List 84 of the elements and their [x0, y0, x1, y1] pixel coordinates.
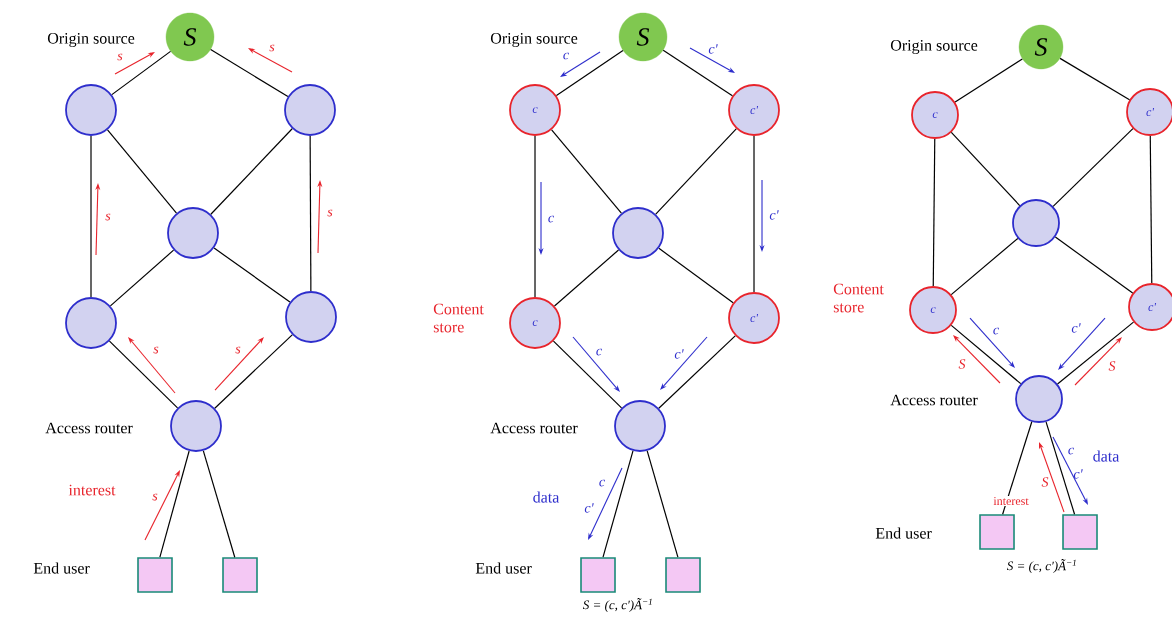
- connector-line: [1056, 321, 1135, 385]
- formula-text: S = (c, c')Ã$^{−1}$: [582, 598, 652, 612]
- connector-line: [1054, 236, 1134, 294]
- node-caption: Content store: [833, 283, 884, 313]
- arrow-label: c: [563, 52, 569, 60]
- connector-line: [108, 340, 179, 409]
- connector-line: [210, 49, 289, 98]
- node-circle: [612, 207, 664, 259]
- connector-line: [553, 249, 620, 307]
- connector-line: [309, 135, 312, 292]
- arrow-label: c': [708, 44, 718, 54]
- connector-line: [552, 340, 623, 409]
- node-caption: End user: [875, 527, 932, 539]
- node-caption: Access router: [490, 422, 578, 434]
- arrow-label: s: [117, 53, 123, 61]
- arrow-label: S: [958, 359, 966, 369]
- connector-line: [111, 50, 172, 96]
- connector-line: [1002, 421, 1033, 515]
- arrow-label: c': [1071, 323, 1081, 333]
- connector-line: [213, 247, 291, 303]
- connector-line: [950, 131, 1021, 207]
- end-user-square: [222, 557, 258, 593]
- node-caption: Access router: [890, 394, 978, 406]
- arrow-label: c': [584, 503, 594, 513]
- connector-line: [90, 135, 92, 298]
- arrow-label: s: [235, 346, 241, 354]
- arrow-label: c: [548, 215, 554, 223]
- formula-text: S = (c, c')Ã$^{−1}$: [1007, 559, 1076, 573]
- flow-label: data: [1093, 450, 1120, 462]
- arrow-label: s: [152, 493, 158, 501]
- connector-line: [551, 129, 622, 214]
- node-caption: Origin source: [890, 40, 978, 54]
- connector-line: [602, 450, 634, 558]
- arrow-label: s: [327, 209, 333, 217]
- flow-label: data: [533, 491, 560, 503]
- end-user-square: [665, 557, 701, 593]
- arrow-label: c: [596, 348, 602, 356]
- connector-line: [655, 128, 737, 215]
- connector-line: [950, 324, 1022, 385]
- arrow-label: S: [1041, 477, 1049, 487]
- connector-line: [658, 247, 734, 304]
- flow-label: interest: [68, 484, 116, 496]
- flow-label: interest: [992, 496, 1030, 507]
- arrow-label: c': [674, 349, 684, 359]
- arrow-label: c: [993, 327, 999, 335]
- connector-line: [106, 129, 178, 214]
- arrow-label: S: [1108, 361, 1116, 371]
- connector-line: [109, 249, 175, 307]
- node-circle: [1012, 199, 1060, 247]
- connector-line: [954, 58, 1023, 103]
- connector-line: [210, 128, 293, 215]
- connector-line: [662, 49, 733, 97]
- connector-line: [555, 49, 624, 97]
- connector-line: [534, 135, 536, 298]
- arrow-label: s: [269, 44, 275, 52]
- connector-line: [1045, 421, 1076, 515]
- arrow-label: c': [1073, 469, 1083, 479]
- node-caption: Access router: [45, 422, 133, 434]
- node-circle: [65, 84, 117, 136]
- arrow-label: s: [153, 346, 159, 354]
- connector-line: [950, 237, 1019, 296]
- node-circle: [65, 297, 117, 349]
- node-circle: [284, 84, 336, 136]
- connector-line: [159, 450, 190, 558]
- connector-line: [1052, 128, 1134, 207]
- connector-line: [932, 138, 936, 287]
- arrow-label: s: [105, 213, 111, 221]
- connector-line: [1059, 57, 1131, 101]
- node-circle: [285, 291, 337, 343]
- node-circle: [167, 207, 219, 259]
- connector-line: [753, 135, 755, 293]
- node-caption: End user: [33, 562, 90, 574]
- connector-line: [202, 450, 236, 558]
- node-caption: Content store: [433, 303, 484, 333]
- node-caption: Origin source: [490, 33, 578, 47]
- connector-line: [658, 335, 736, 409]
- arrow-label: c': [769, 210, 779, 220]
- connector-line: [1149, 135, 1153, 284]
- arrow-label: c: [599, 479, 605, 487]
- node-caption: End user: [475, 562, 532, 574]
- arrow-label: c: [1068, 447, 1074, 455]
- connector-line: [214, 334, 293, 409]
- node-caption: Origin source: [47, 33, 135, 47]
- connector-line: [646, 450, 679, 558]
